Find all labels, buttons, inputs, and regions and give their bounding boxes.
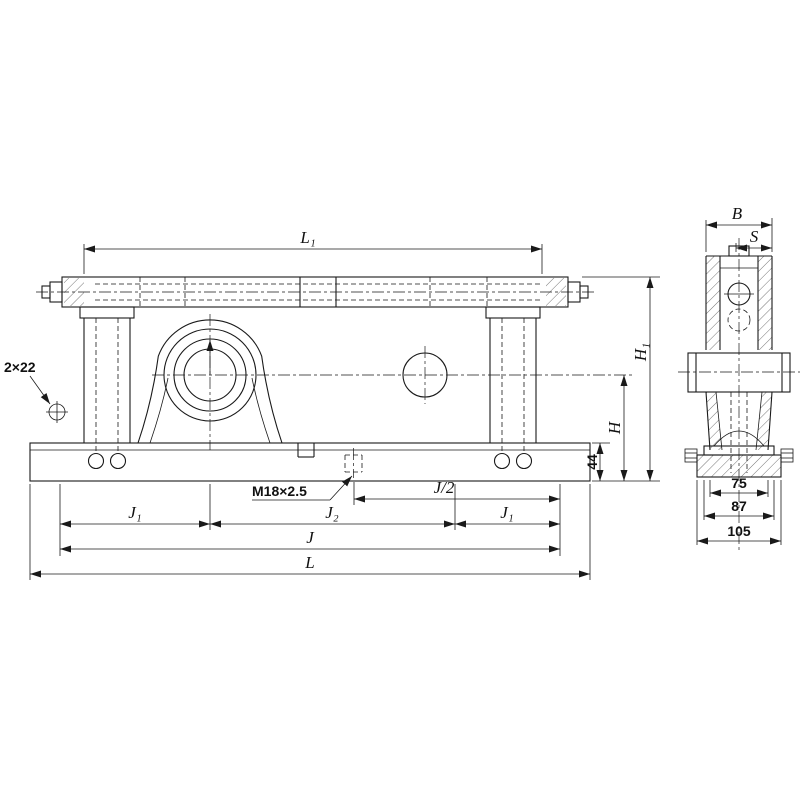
hole-callout: 2×22 xyxy=(4,359,68,423)
dims-right: 44 H H₁ xyxy=(582,276,660,482)
bolt-hole xyxy=(515,452,533,470)
dim-half-span: J/2 xyxy=(353,478,560,505)
dim-label-l: L xyxy=(304,553,314,572)
bolt-hole xyxy=(493,452,511,470)
dim-label-75: 75 xyxy=(731,475,747,491)
bolt-hole xyxy=(109,452,127,470)
thread-hole xyxy=(344,448,363,478)
dim-label-44: 44 xyxy=(584,454,600,470)
hanger-arm-right xyxy=(485,306,541,453)
side-lower-body xyxy=(705,391,773,473)
dim-slot-s: S xyxy=(735,227,772,252)
dim-label-h: H xyxy=(605,420,624,435)
thread-callout: M18×2.5 xyxy=(252,475,353,501)
dim-label-h1: H₁ xyxy=(631,343,650,362)
dim-label-l1: L₁ xyxy=(299,228,315,247)
hanger-arm-left xyxy=(79,306,135,453)
hidden-sphere-seat xyxy=(727,308,751,332)
shaft xyxy=(36,276,594,308)
dim-label-87: 87 xyxy=(731,498,747,514)
bearing-housing xyxy=(137,314,283,450)
thread-callout-label: M18×2.5 xyxy=(252,483,307,499)
reference-circle xyxy=(402,346,448,404)
dim-label-b: B xyxy=(732,204,743,223)
dims-bottom: J₁ J₂ J₁ J L xyxy=(29,484,591,580)
side-view: B S xyxy=(678,204,800,552)
dims-side-bottom: 75 87 105 xyxy=(696,475,782,545)
front-view: 2×22 M18×2.5 L₁ J/2 xyxy=(4,228,660,580)
dim-label-j1-right: J₁ xyxy=(500,503,513,522)
dim-label-105: 105 xyxy=(727,523,751,539)
side-upper-body xyxy=(705,245,773,350)
dim-label-j: J xyxy=(306,528,315,547)
dim-length-top: L₁ xyxy=(83,228,543,274)
dim-width-b: B xyxy=(705,204,773,252)
hole-callout-label: 2×22 xyxy=(4,359,36,375)
base-plate xyxy=(29,442,591,482)
bolt-stub-left xyxy=(684,448,698,463)
dim-label-j1-left: J₁ xyxy=(128,503,141,522)
dim-label-s: S xyxy=(750,227,759,246)
side-middle-band xyxy=(678,352,800,393)
dim-label-j2: J₂ xyxy=(325,503,339,522)
bolt-hole xyxy=(87,452,105,470)
bolt-stub-right xyxy=(780,448,794,463)
dim-label-j-half: J/2 xyxy=(434,478,455,497)
side-base xyxy=(684,445,794,478)
